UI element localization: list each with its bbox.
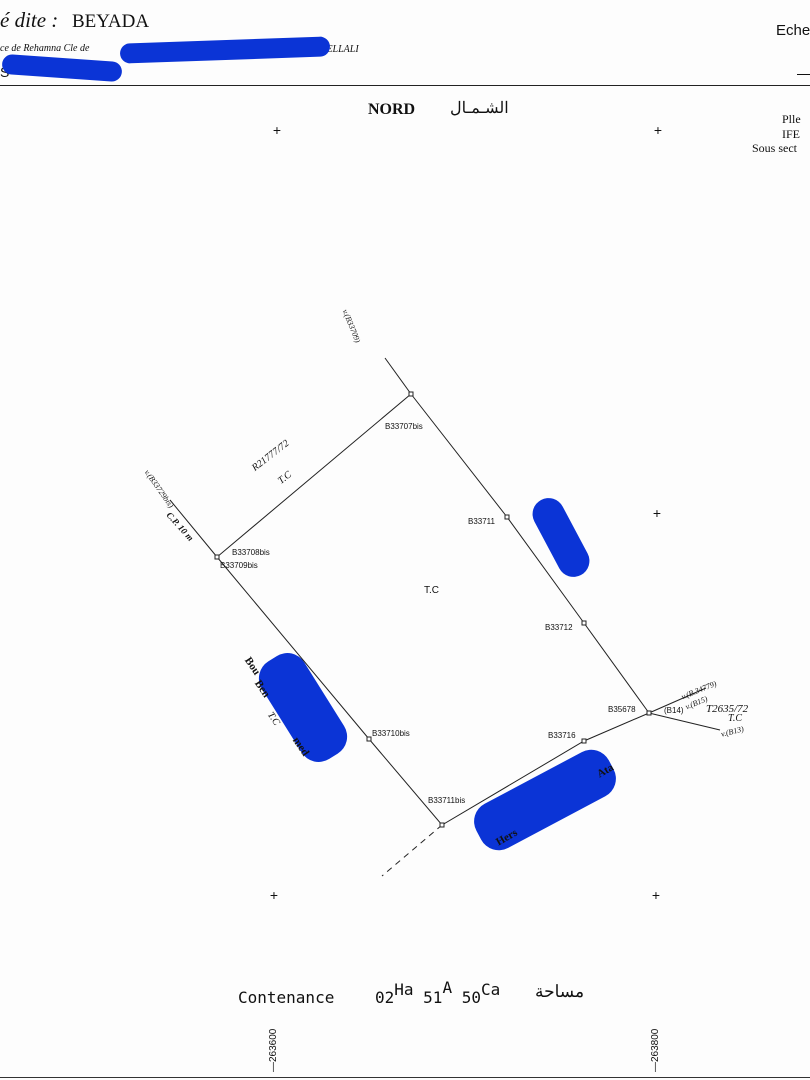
contenance-ha: 02Ha 51A 50Ca: [375, 978, 501, 1007]
grid-cross-2: +: [653, 122, 663, 138]
side-info-line3: Sous sect: [752, 141, 797, 155]
label-b33709bis: B33709bis: [220, 561, 258, 570]
marker-b33707bis: [408, 391, 414, 397]
label-b33710bis: B33710bis: [372, 729, 410, 738]
header-rule: [0, 85, 810, 86]
location-text-right: JELLALI: [322, 44, 359, 55]
parcel-label: T.C: [424, 585, 439, 596]
side-info-line1: Plle: [782, 112, 801, 126]
north-label: NORD: [368, 101, 416, 118]
scale-label: Eche: [776, 22, 810, 39]
marker-b33710bis: [366, 736, 372, 742]
scale-dash: [797, 74, 810, 75]
property-name: BEYADA: [72, 11, 150, 32]
north-label-arabic: الشـمـال: [450, 100, 509, 117]
grid-cross-3: +: [652, 505, 662, 521]
label-b33708bis: B33708bis: [232, 548, 270, 557]
north-extension: [384, 357, 412, 395]
grid-cross-1: +: [272, 122, 282, 138]
label-b35678: B35678: [608, 705, 636, 714]
east-title: T2635/72: [706, 703, 749, 715]
side-info-line2: IFE: [782, 127, 800, 141]
east-tc: T.C: [728, 713, 742, 724]
location-text-left: ce de Rehamna Cle de: [0, 43, 90, 54]
marker-b33711: [504, 514, 510, 520]
grid-cross-5: +: [651, 887, 661, 903]
label-b33707bis: B33707bis: [385, 422, 423, 431]
label-b33716: B33716: [548, 731, 576, 740]
east-line-2: [648, 712, 721, 731]
marker-b35678: [646, 710, 652, 716]
contenance-label: Contenance: [238, 988, 335, 1007]
bottom-rule: [0, 1077, 810, 1078]
grid-cross-4: +: [269, 887, 279, 903]
coord-x1: —263600: [268, 1028, 279, 1072]
parcel-boundary: [216, 393, 650, 826]
marker-b33716: [581, 738, 587, 744]
marker-b33712: [581, 620, 587, 626]
label-b33711bis: B33711bis: [428, 796, 466, 805]
marker-b33711bis: [439, 822, 445, 828]
marker-b33708bis: [214, 554, 220, 560]
label-b33711: B33711: [468, 517, 495, 526]
northwest-extension: [169, 499, 218, 558]
south-dashed-extension: [381, 824, 443, 877]
label-b33712: B33712: [545, 623, 573, 632]
contenance-label-arabic: مساحة: [535, 982, 585, 1001]
property-label: é dite :: [0, 8, 59, 32]
label-b14: (B14): [664, 706, 684, 715]
coord-x2: —263800: [650, 1028, 661, 1072]
east-line-1: [648, 687, 707, 714]
